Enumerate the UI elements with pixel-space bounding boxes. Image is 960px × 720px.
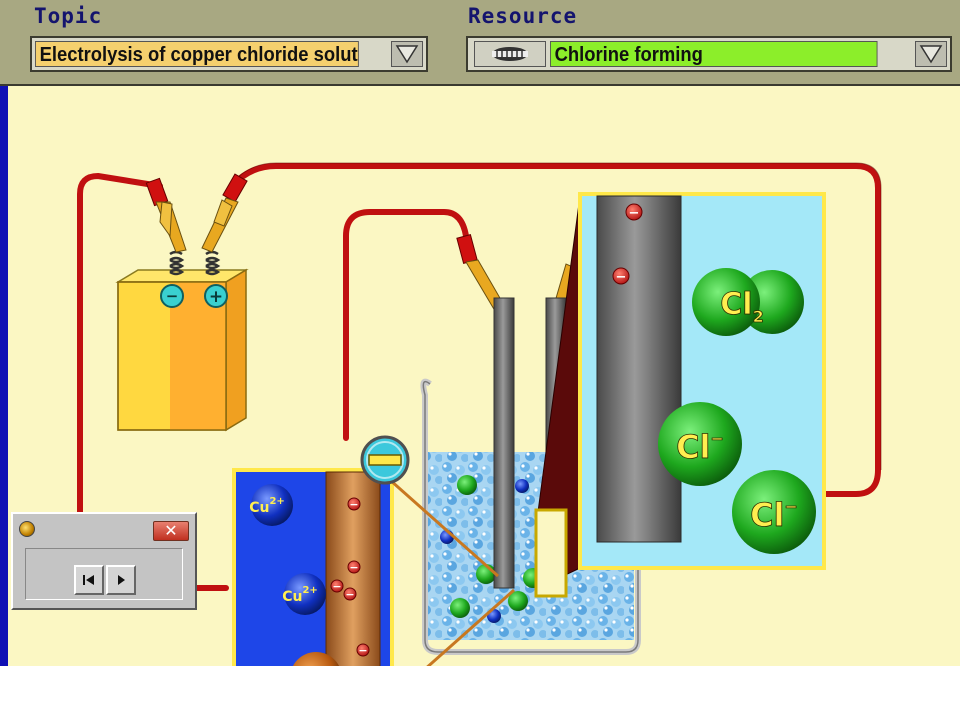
copper-ion-1: Cu2+ [249,484,293,526]
wire-outline [231,162,882,470]
battery-positive-symbol: + [209,287,223,307]
media-player-window: ✕ [11,512,197,610]
anode-zoom-source [534,508,568,598]
electron-symbol: − [616,270,627,285]
svg-text:Cl2: Cl2 [720,287,763,326]
play-icon [118,575,125,585]
resource-dropdown[interactable]: Chlorine forming [466,36,952,72]
chlorine-molecule: Cl2 [692,268,804,336]
electron-symbol: − [358,644,367,657]
chloride-ion-2: Cl− [732,470,816,554]
media-player-controls [25,548,183,600]
chloride-ion-1: Cl− [658,402,742,486]
topic-dropdown-value[interactable]: Electrolysis of copper chloride solution [35,41,359,67]
wire-battery-negative [77,173,163,523]
play-button[interactable] [106,565,136,595]
topic-dropdown-chevron-down-icon[interactable] [391,41,423,67]
skip-back-icon [83,575,94,585]
ion-symbol: Cl [750,496,784,534]
clip-battery-negative [145,177,187,253]
electron-symbol: − [349,561,358,574]
wire-battery-positive [229,163,881,497]
negative-terminal-icon: − [160,284,184,308]
ion-charge: − [711,429,724,448]
topic-dropdown[interactable]: Electrolysis of copper chloride solution [30,36,428,72]
electron-symbol: − [345,588,354,601]
ion-charge: 2+ [269,496,284,507]
ion-symbol: Cl [676,428,710,466]
ion-symbol: Cu [282,589,302,605]
close-button[interactable]: ✕ [153,521,189,541]
svg-text:Cu2+: Cu2+ [249,496,285,516]
toolbar-header: Topic Resource Electrolysis of copper ch… [0,0,960,86]
molecule-symbol: Cl [720,287,752,322]
film-reel-icon[interactable] [474,41,546,67]
svg-text:Cl−: Cl− [750,496,798,534]
svg-text:Cl−: Cl− [676,428,724,466]
left-edge-bar [0,86,8,666]
ion-charge: − [785,497,798,516]
circuit-wires [77,163,881,591]
magnifier-icon[interactable] [360,435,410,485]
anode-electron-2: − [612,267,630,285]
skip-back-button[interactable] [74,565,104,595]
resource-dropdown-chevron-down-icon[interactable] [915,41,947,67]
media-player-titlebar: ✕ [15,516,193,546]
clip-battery-positive [201,173,248,253]
zoomed-anode-rod [596,195,682,543]
battery: − + [115,250,249,432]
electron-symbol: − [629,206,640,221]
svg-text:Cu2+: Cu2+ [282,585,318,605]
media-player-logo-icon [19,521,35,537]
molecule-subscript: 2 [753,307,764,326]
battery-springs [169,250,221,276]
cathode-electrons: − − − − − − [330,497,370,683]
topic-label: Topic [34,4,103,28]
electron-symbol: − [332,580,341,593]
anode-electron-1: − [625,203,643,221]
bottom-empty-area [0,666,960,720]
resource-dropdown-value[interactable]: Chlorine forming [550,41,878,67]
positive-terminal-icon: + [204,284,228,308]
anode-zoom-panel: − − Cl2 Cl− Cl− [578,192,826,570]
ion-charge: 2+ [302,585,317,596]
electron-symbol: − [349,498,358,511]
wire-to-cathode [343,209,469,441]
resource-label: Resource [468,4,578,28]
cathode-electrode [493,297,515,589]
ion-symbol: Cu [249,500,269,516]
battery-negative-symbol: − [166,287,179,305]
copper-ion-2: Cu2+ [282,573,326,615]
